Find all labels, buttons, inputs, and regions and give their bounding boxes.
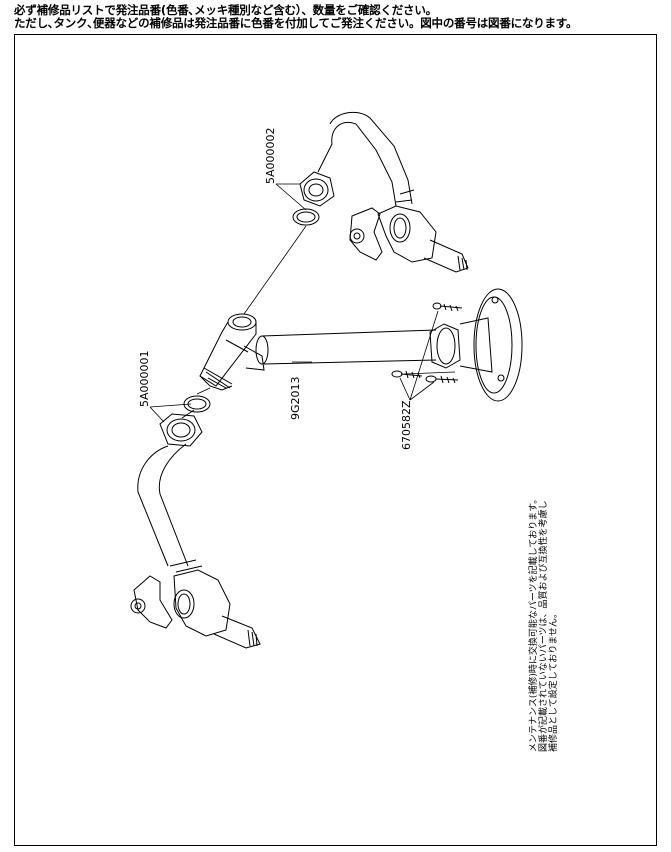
upper-faucet — [317, 111, 469, 273]
lower-faucet — [130, 443, 261, 649]
header: 必ず補修品リストで発注品番(色番､メッキ種別など含む）、数量をご確認ください。 … — [14, 4, 664, 30]
screws-670582Z — [391, 302, 463, 384]
header-line-2: ただし､タンク､便器などの補修品は発注品番に色番を付加してご発注ください。図中の… — [14, 16, 578, 30]
part-label-5A000002: 5A000002 — [264, 127, 277, 184]
leader-lines — [149, 183, 439, 423]
part-label-5A000001: 5A000001 — [138, 350, 151, 407]
maintenance-note: メンテナンス(補修)時に交換可能なパーツを記載しております。 図番が記載されてい… — [527, 495, 559, 752]
note-line-2: 図番が記載されていないパーツは、品質および互換性を考慮し — [537, 500, 549, 752]
wall-flange — [429, 288, 523, 402]
nut-5A000001 — [159, 413, 203, 447]
header-line-1: 必ず補修品リストで発注品番(色番､メッキ種別など含む）、数量をご確認ください。 — [14, 3, 437, 17]
nut-5A000002 — [299, 171, 335, 207]
note-line-1: メンテナンス(補修)時に交換可能なパーツを記載しております。 — [527, 495, 539, 752]
center-connector — [199, 313, 265, 391]
note-line-3: 補修品として設定しておりません。 — [547, 609, 559, 752]
alignment-lines — [181, 225, 456, 419]
arm-9G2013 — [255, 329, 437, 365]
drawing-frame — [14, 34, 657, 846]
gasket-upper — [292, 208, 320, 226]
part-label-670582Z: 670582Z — [400, 400, 413, 450]
part-label-9G2013: 9G2013 — [289, 376, 302, 420]
